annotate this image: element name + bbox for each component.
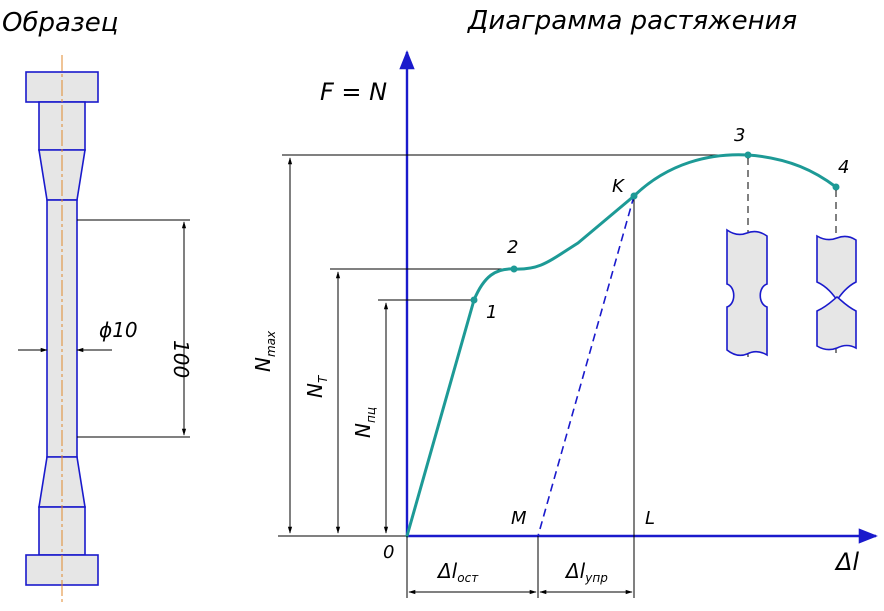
point-2-marker	[510, 265, 518, 273]
point-2-label: 2	[507, 237, 518, 258]
x-axis-label: Δl	[834, 548, 859, 576]
point-3-label: 3	[734, 125, 745, 146]
fractured-specimen-top	[816, 234, 857, 302]
specimen-title: Образец	[2, 8, 118, 38]
residual-deformation-label: Δlост	[436, 559, 479, 585]
point-k-marker	[630, 192, 638, 200]
diagram-title: Диаграмма растяжения	[467, 6, 797, 36]
point-4-marker	[832, 183, 840, 191]
point-4-label: 4	[838, 157, 849, 178]
svg-text:NT: NT	[303, 374, 330, 398]
nmax-label: Nmax	[251, 330, 278, 372]
svg-text:Nпц: Nпц	[351, 407, 378, 438]
elastic-deformation-label: Δlупр	[564, 559, 608, 585]
y-axis-label: F = N	[320, 78, 387, 106]
necked-specimen-sketch	[726, 228, 768, 357]
origin-label: 0	[383, 542, 394, 563]
diameter-label: ϕ10	[99, 318, 138, 342]
npc-label: Nпц	[351, 407, 378, 438]
tension-diagram: F = N Δl 0 Nmax NT Nпц	[251, 50, 878, 598]
tension-curve	[405, 153, 838, 538]
point-1-marker	[470, 296, 478, 304]
specimen-drawing: 100 ϕ10	[18, 55, 193, 604]
unloading-line	[537, 195, 635, 537]
point-1-label: 1	[486, 302, 497, 323]
point-k-label: K	[612, 176, 625, 197]
point-m-label: M	[511, 508, 527, 529]
nt-label: NT	[303, 374, 330, 398]
point-l-label: L	[645, 508, 655, 529]
fractured-specimen-bottom	[816, 296, 857, 351]
svg-text:Nmax: Nmax	[251, 330, 278, 372]
gauge-length-label: 100	[169, 340, 193, 378]
point-3-marker	[744, 151, 752, 159]
